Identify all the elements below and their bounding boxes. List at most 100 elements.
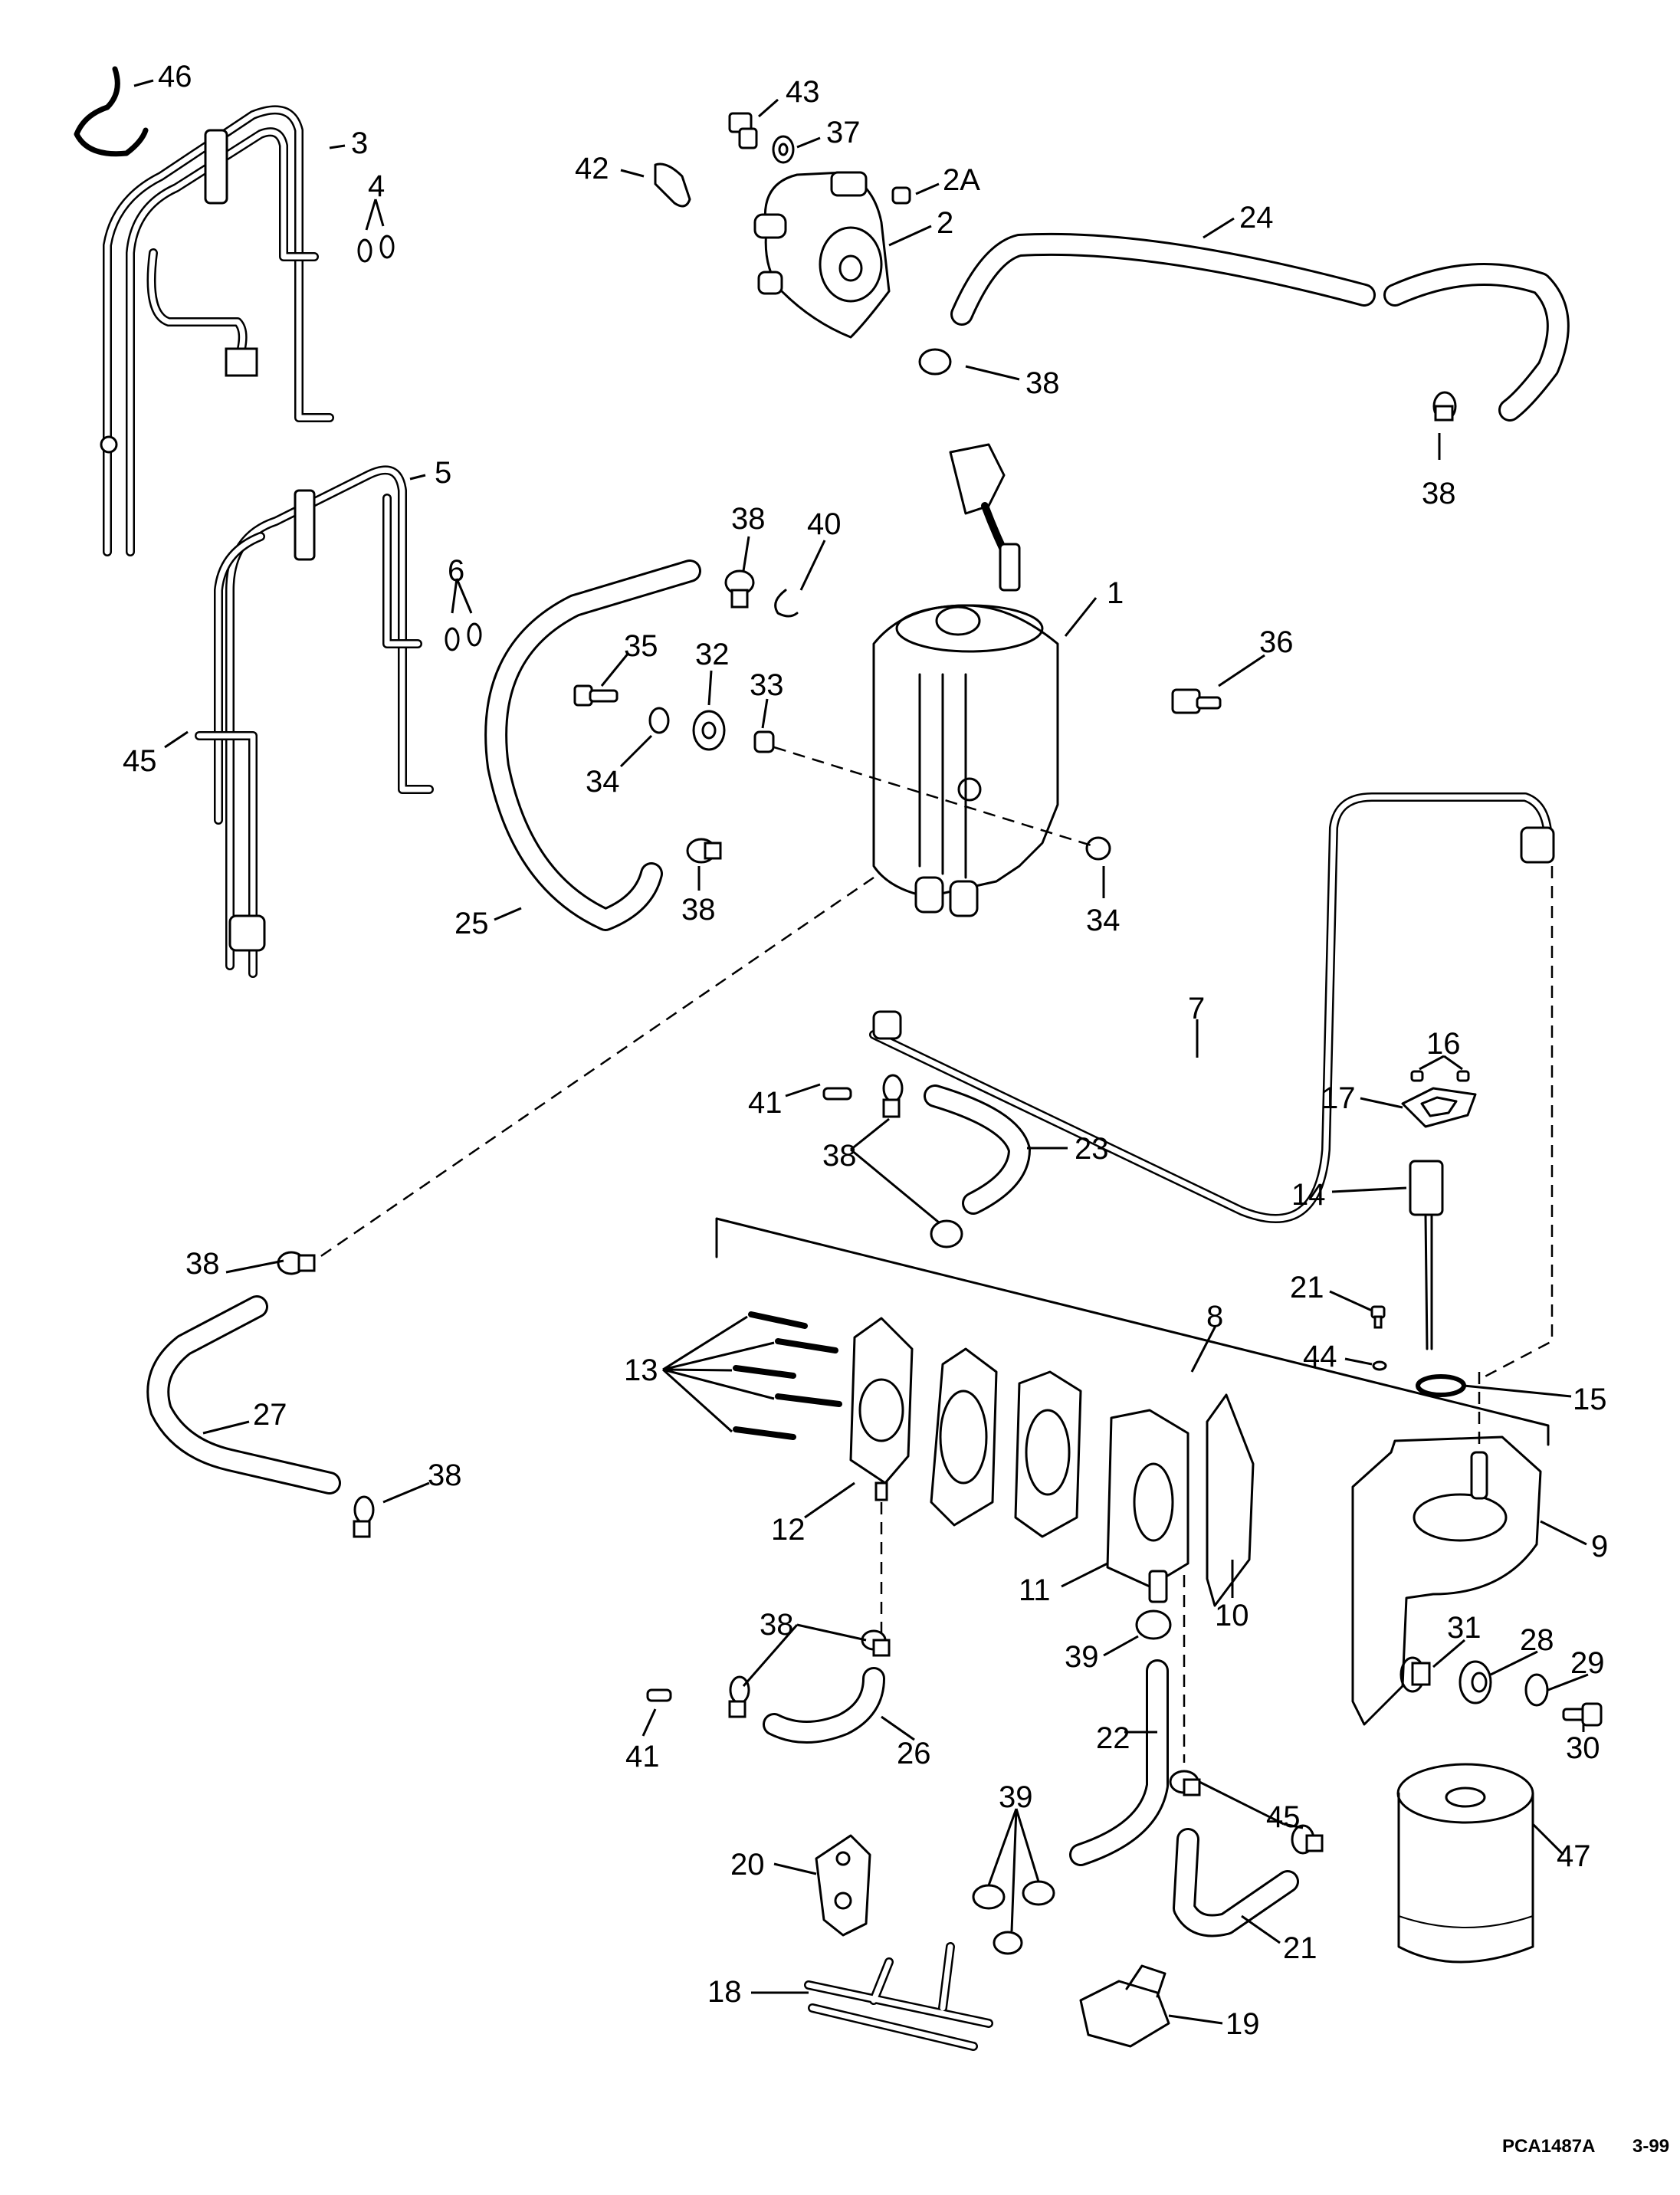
part-hose-clamp-38e [882, 1074, 904, 1118]
part-washer-37 [772, 135, 795, 164]
callout-45: 45 [1266, 1800, 1301, 1834]
part-washer-44 [1372, 1360, 1387, 1371]
callout-17: 17 [1321, 1081, 1356, 1115]
callout-38: 38 [428, 1458, 462, 1492]
part-clamps-45 [1169, 1770, 1324, 1855]
callout-30: 30 [1566, 1731, 1600, 1765]
callout-39: 39 [999, 1780, 1033, 1814]
callout-37: 37 [826, 116, 861, 149]
part-screws-16 [1410, 1070, 1470, 1082]
part-filter-bracket-9 [1351, 1435, 1542, 1726]
part-fitting-41a [822, 1087, 852, 1101]
part-pump-body-11 [1106, 1409, 1189, 1603]
part-grommet-28 [1459, 1660, 1492, 1704]
part-check-valve-19 [1079, 1964, 1170, 2048]
part-hose-26 [763, 1667, 885, 1744]
part-washer-34b [1085, 836, 1111, 861]
part-fuel-line-assembly-3 [100, 105, 334, 556]
part-retaining-ring-40 [774, 589, 799, 618]
assembly-line [1478, 866, 1554, 1381]
callout-1: 1 [1107, 576, 1124, 610]
callout-12: 12 [771, 1513, 806, 1547]
callout-3: 3 [351, 126, 368, 160]
part-sensor-14 [1409, 1160, 1444, 1350]
callout-4: 4 [368, 169, 385, 203]
callout-40: 40 [807, 507, 842, 541]
callout-38: 38 [1025, 366, 1060, 400]
part-fuel-filter-47 [1396, 1763, 1534, 1964]
callout-29: 29 [1570, 1646, 1605, 1680]
callout-36: 36 [1259, 625, 1294, 659]
callout-47: 47 [1557, 1839, 1591, 1873]
callout-5: 5 [435, 456, 451, 490]
part-gasket-large [930, 1347, 998, 1527]
callout-39: 39 [1065, 1640, 1099, 1674]
callout-34: 34 [586, 765, 620, 799]
part-bracket-46 [74, 66, 149, 157]
part-screw-21a [1370, 1305, 1386, 1329]
callout-42: 42 [575, 152, 609, 185]
callout-2: 2 [937, 206, 953, 240]
part-bushing-33 [753, 730, 775, 753]
callout-21: 21 [1290, 1271, 1324, 1304]
callout-38: 38 [1422, 477, 1456, 510]
part-screws-13 [733, 1311, 842, 1440]
part-hose-23 [924, 1084, 1031, 1215]
callout-8: 8 [1206, 1300, 1223, 1334]
callout-15: 15 [1573, 1383, 1607, 1416]
callout-10: 10 [1215, 1599, 1249, 1632]
callout-23: 23 [1075, 1132, 1109, 1166]
part-hose-clamp-38c [724, 569, 755, 609]
part-gasket-10 [1206, 1393, 1255, 1607]
callout-24: 24 [1239, 201, 1274, 235]
callout-33: 33 [750, 668, 784, 702]
leader-lines [133, 79, 1589, 2025]
callout-38: 38 [822, 1139, 857, 1173]
callout-26: 26 [897, 1737, 931, 1770]
callout-14: 14 [1291, 1178, 1326, 1212]
callout-45: 45 [123, 744, 157, 778]
part-retainer-20 [815, 1834, 871, 1937]
part-hose-24 [950, 232, 1570, 422]
part-fuel-line-7 [869, 792, 1555, 1223]
part-hose-clamp-38f [930, 1219, 963, 1248]
callout-6: 6 [448, 554, 464, 588]
figure-date: 3-99 [1632, 2136, 1669, 2157]
callout-2A: 2A [943, 163, 980, 197]
callout-22: 22 [1096, 1721, 1130, 1755]
callout-28: 28 [1520, 1623, 1554, 1657]
callout-9: 9 [1591, 1530, 1608, 1563]
part-pump-cover-12 [849, 1317, 914, 1501]
part-screw-43 [728, 112, 758, 149]
part-hose-22 [1069, 1659, 1169, 1866]
callout-41: 41 [748, 1086, 783, 1120]
callout-38: 38 [731, 502, 766, 536]
part-o-ring-15 [1416, 1374, 1466, 1397]
callout-38: 38 [185, 1247, 220, 1281]
part-hose-21 [1173, 1828, 1299, 1937]
part-hose-clamp-38d [686, 838, 722, 864]
part-hose-assembly-18 [804, 1942, 993, 2051]
callout-labels: 46 3 4 43 37 42 2A 2 24 38 38 5 6 45 38 … [123, 60, 1608, 2041]
fitting-nut [225, 347, 258, 377]
part-hose-clamp-38b [1432, 391, 1457, 422]
clamp-plate [204, 129, 228, 205]
part-hose-clamp-38h [353, 1495, 375, 1538]
part-hose-clamp-38j [728, 1675, 750, 1718]
part-diaphragm [1014, 1370, 1082, 1538]
callout-41: 41 [625, 1740, 660, 1773]
callout-38: 38 [760, 1608, 794, 1642]
part-fitting-41b [646, 1688, 672, 1702]
part-o-rings-6 [445, 622, 482, 651]
assembly-line [773, 746, 1097, 848]
callout-34: 34 [1086, 904, 1121, 937]
part-washer-29 [1524, 1673, 1549, 1707]
callout-11: 11 [1019, 1573, 1051, 1607]
part-clamp-39a [1135, 1609, 1172, 1640]
callout-27: 27 [253, 1398, 287, 1432]
callout-32: 32 [695, 638, 730, 671]
callout-25: 25 [454, 907, 489, 940]
part-fuel-pump-assembly-8 [715, 1217, 1550, 1446]
callout-16: 16 [1426, 1027, 1461, 1061]
